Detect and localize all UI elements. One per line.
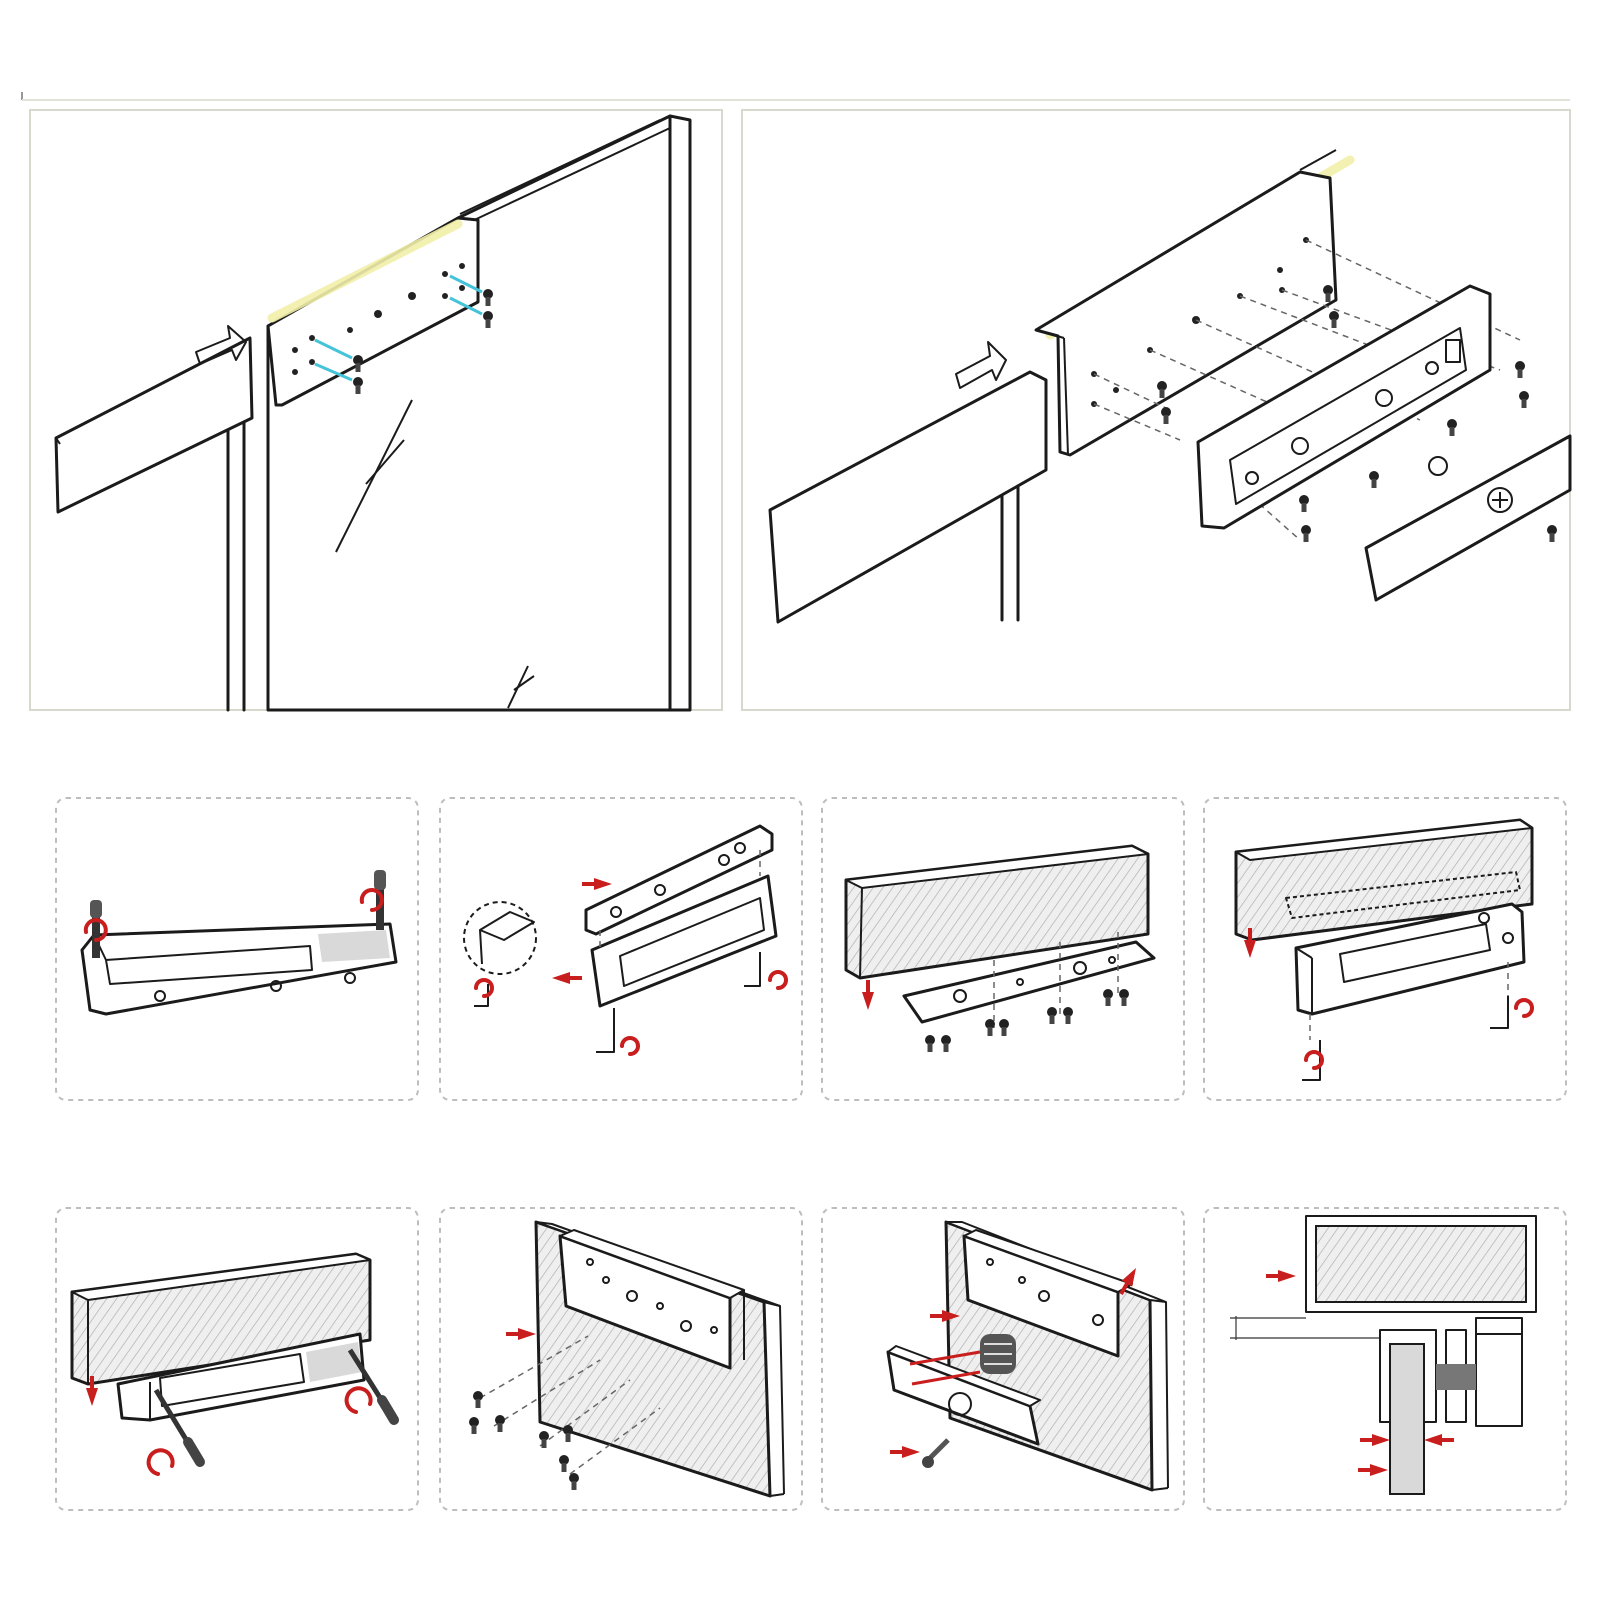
step-5-close-cover — [55, 1207, 419, 1511]
step-8-section-view — [1203, 1207, 1567, 1511]
screwdriver-icon — [347, 1348, 399, 1425]
step-2-attach-plate — [439, 797, 803, 1101]
step-4-hang-lock — [1203, 797, 1567, 1101]
rotate-arrow-icon — [344, 1386, 373, 1414]
step-3-fix-plate-to-frame — [821, 797, 1185, 1101]
rotate-arrow-icon — [1304, 1050, 1324, 1070]
rotate-arrow-icon — [768, 970, 788, 990]
panel-glass-door-mount — [21, 92, 1570, 712]
step-7-armature-plate — [821, 1207, 1185, 1511]
rotate-arrow-icon — [474, 978, 494, 998]
rotate-arrow-icon — [146, 1448, 175, 1476]
rotate-arrow-icon — [1514, 998, 1534, 1018]
rotate-arrow-icon — [359, 888, 384, 912]
rotate-arrow-icon — [83, 918, 108, 942]
panel-exploded-mount — [741, 109, 1572, 711]
step-6-door-bracket — [439, 1207, 803, 1511]
rotate-arrow-icon — [620, 1036, 640, 1056]
screw-icon — [922, 1438, 950, 1468]
bracket-holes — [292, 263, 465, 375]
screwdriver-icon — [153, 1388, 205, 1467]
step-1-open-cover — [55, 797, 419, 1101]
spring-bolt — [980, 1334, 1016, 1374]
screwdriver-icon — [90, 900, 102, 958]
